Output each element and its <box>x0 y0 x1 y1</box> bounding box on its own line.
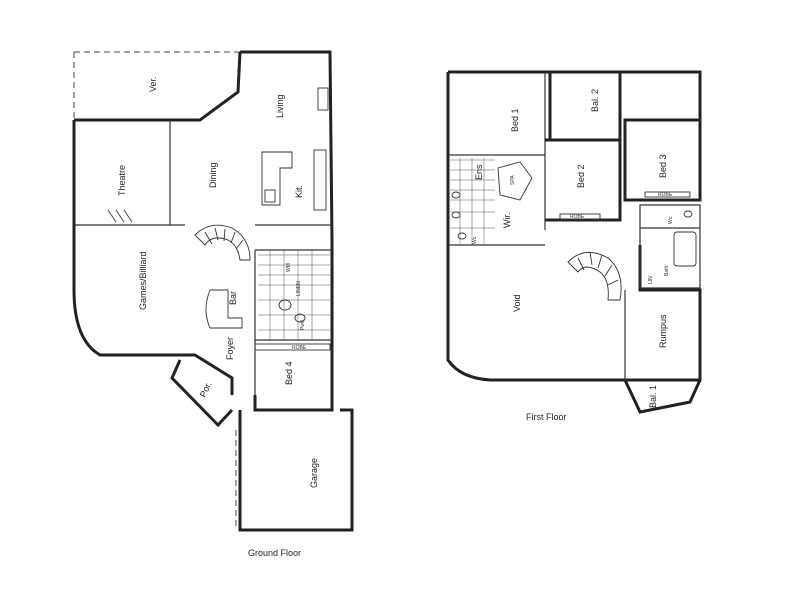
room-label-bal1: Bal. 1 <box>648 385 658 408</box>
ensuite-tiles <box>450 158 495 245</box>
room-label-theatre: Theatre <box>117 165 127 196</box>
fixture-label-lin: LIN <box>648 276 654 284</box>
verandah-outline <box>73 51 240 120</box>
robe-bed3 <box>644 191 691 198</box>
fixture-label-robe-bed2: ROBE <box>570 214 585 220</box>
room-label-bed3: Bed 3 <box>658 154 668 178</box>
room-label-kit: Kit. <box>294 185 304 198</box>
room-label-garage: Garage <box>309 458 319 488</box>
bal1-walls <box>623 379 702 414</box>
room-label-ver: Ver. <box>148 76 158 92</box>
porch-walls <box>170 359 234 428</box>
room-label-spa: SPA <box>510 175 516 185</box>
fixture-label-robe-ground: ROBE <box>292 345 307 351</box>
theatre-wall <box>74 120 185 226</box>
room-label-wir: Wir. <box>502 213 512 229</box>
room-label-bar: Bar <box>228 291 238 305</box>
bed1-walls <box>448 72 546 246</box>
kitchen-bench <box>313 149 327 211</box>
kitchen-walls <box>254 224 332 395</box>
room-label-bed4: Bed 4 <box>284 361 294 385</box>
room-label-pwd: Pwd. <box>300 319 306 330</box>
bed2-walls <box>545 138 622 222</box>
ensuite-basin-2 <box>451 211 461 219</box>
room-label-bath: Bath <box>664 265 670 276</box>
ground-outer-wall <box>72 50 334 412</box>
bed3-walls <box>623 118 702 202</box>
room-label-wc-bath: Wc. <box>668 215 674 224</box>
fixture-label-linen: LINEN <box>296 281 302 296</box>
ensuite-basin <box>451 191 461 199</box>
room-label-bed2: Bed 2 <box>576 164 586 188</box>
robe-bed2 <box>559 213 601 220</box>
room-label-void: Void <box>512 294 522 312</box>
fireplace <box>317 87 329 111</box>
first-spiral-stair <box>567 251 622 301</box>
ground-floor-plan <box>72 50 354 532</box>
room-label-ens: Ens <box>474 164 484 180</box>
fixture-label-robe-bed3: ROBE <box>658 192 673 198</box>
bal2-walls <box>548 72 622 142</box>
theatre-doors <box>107 209 133 223</box>
cooktop <box>264 189 276 203</box>
spa-bath <box>497 161 533 201</box>
bar-counter <box>205 289 243 329</box>
room-label-foyer: Foyer <box>225 337 235 360</box>
room-label-bal2: Bal. 2 <box>590 89 600 112</box>
room-label-wc-ensuite: Wc. <box>472 235 478 244</box>
room-label-living: Living <box>275 94 285 118</box>
toilet-1 <box>457 232 467 240</box>
caption-first-floor: First Floor <box>526 412 567 422</box>
toilet-2 <box>683 210 693 218</box>
room-label-por: Por. <box>198 380 214 399</box>
wet-area-tiles <box>258 250 330 340</box>
bath-tub <box>673 231 697 267</box>
kitchen-island <box>261 151 293 206</box>
room-label-games: Games/Billiard <box>138 251 148 310</box>
room-label-rumpus: Rumpus <box>658 314 668 348</box>
caption-ground-floor: Ground Floor <box>248 548 301 558</box>
room-label-bed1: Bed 1 <box>510 108 520 132</box>
first-floor-plan <box>446 70 702 414</box>
garage-step <box>254 343 331 351</box>
fixture-label-wm: WM <box>286 263 292 272</box>
ground-spiral-stair <box>194 224 251 261</box>
bath-walls <box>639 204 701 289</box>
ver-living-wall <box>170 51 242 122</box>
garage-walls <box>238 408 354 532</box>
room-label-dining: Dining <box>208 162 218 188</box>
